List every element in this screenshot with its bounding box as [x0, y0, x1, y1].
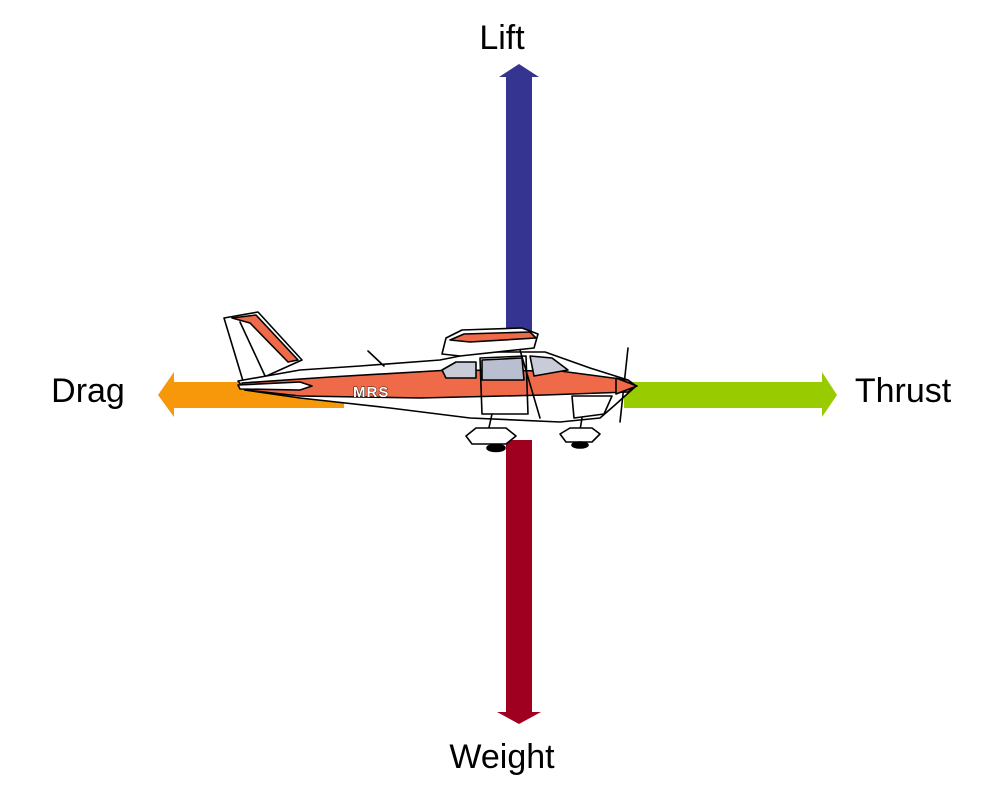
horizontal-stabilizer — [237, 381, 313, 391]
airplane-illustration — [223, 311, 638, 453]
wing-stripe — [449, 331, 537, 343]
wing-strut — [519, 349, 541, 419]
fuselage-stripe — [241, 369, 637, 399]
main-gear-wheel-fairing — [465, 427, 517, 445]
aircraft-registration: MRS — [353, 384, 389, 401]
weight-label: Weight — [449, 738, 555, 776]
tail-fin-stripe — [231, 314, 299, 363]
antenna — [367, 350, 385, 367]
weight-arrow-shaft — [506, 440, 532, 713]
thrust-label: Thrust — [855, 372, 952, 410]
cabin-door — [479, 355, 529, 415]
lift-arrow-head — [499, 64, 539, 77]
lift-arrow — [499, 64, 539, 338]
windshield — [529, 355, 569, 377]
lift-arrow-shaft — [506, 76, 532, 338]
engine-cowling — [571, 395, 613, 419]
thrust-arrow — [624, 372, 837, 417]
main-gear-tire — [486, 443, 506, 453]
lift-label: Lift — [479, 19, 525, 57]
nose-gear-wheel-fairing — [559, 427, 601, 443]
drag-label: Drag — [51, 372, 125, 410]
nose-gear-tire — [571, 441, 589, 449]
cabin-window — [481, 357, 525, 381]
thrust-arrow-shaft — [624, 382, 824, 408]
spinner — [615, 377, 638, 395]
rear-window — [441, 361, 477, 379]
weight-arrow-head — [497, 712, 541, 724]
weight-arrow — [497, 440, 541, 724]
drag-arrow-head — [158, 372, 174, 417]
rudder-hinge — [239, 321, 267, 379]
thrust-arrow-head — [822, 372, 837, 417]
